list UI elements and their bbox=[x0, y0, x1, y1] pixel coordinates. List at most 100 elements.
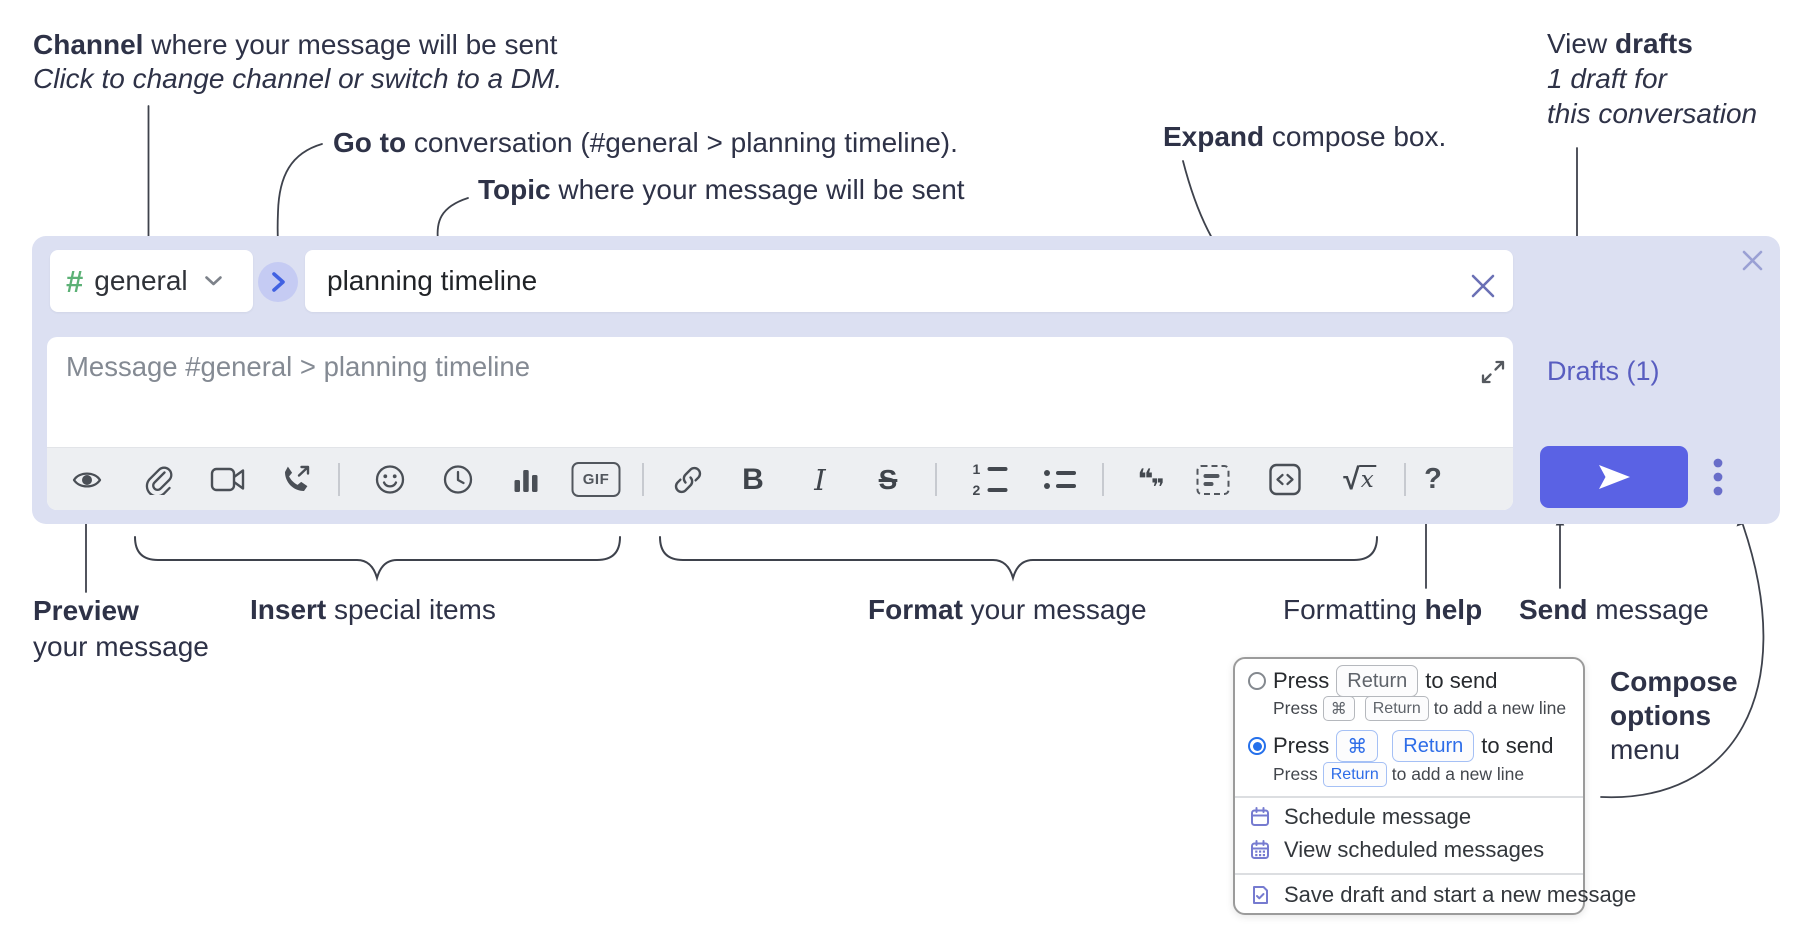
send-annotation-rest: message bbox=[1587, 594, 1709, 625]
format-annotation: Format your message bbox=[868, 593, 1147, 627]
compose-toolbar: GIF B I S bbox=[47, 447, 1513, 510]
add-poll-button[interactable] bbox=[512, 448, 540, 511]
cmd-enter-to-send-subtext: Press Return to add a new line bbox=[1273, 762, 1524, 787]
toolbar-divider bbox=[935, 463, 937, 496]
clock-icon bbox=[443, 465, 473, 494]
topic-input[interactable]: planning timeline bbox=[305, 250, 1513, 312]
numbered-list-button[interactable]: 1 2 bbox=[973, 448, 1008, 511]
channel-annotation-rest: where your message will be sent bbox=[143, 29, 558, 60]
bar-chart-icon bbox=[514, 469, 538, 492]
bold-button[interactable]: B bbox=[742, 448, 764, 511]
math-x-glyph: x bbox=[1359, 464, 1377, 493]
clear-x-icon bbox=[1471, 274, 1495, 298]
return-key-chip: Return bbox=[1322, 762, 1387, 787]
link-icon bbox=[674, 466, 702, 493]
topic-annotation-bold: Topic bbox=[478, 174, 551, 205]
quote-button[interactable]: ❝❞ bbox=[1137, 448, 1164, 511]
topic-annotation-rest: where your message will be sent bbox=[550, 174, 965, 205]
channel-annotation-sub: Click to change channel or switch to a D… bbox=[33, 63, 563, 94]
save-draft-item[interactable]: Save draft and start a new message bbox=[1249, 881, 1636, 909]
audio-call-button[interactable] bbox=[280, 448, 312, 511]
message-formatting-help-button[interactable]: ? bbox=[1424, 448, 1442, 511]
help-annotation-pre: Formatting bbox=[1283, 594, 1425, 625]
quote-close-glyph: ❞ bbox=[1151, 474, 1164, 500]
cmd-enter-to-send-option[interactable]: Press ⌘ Return to send bbox=[1273, 730, 1553, 762]
channel-name: general bbox=[94, 265, 188, 296]
kebab-menu-icon bbox=[1713, 458, 1723, 496]
compose-options-annotation: Compose options menu bbox=[1610, 665, 1738, 767]
code-button[interactable] bbox=[1269, 448, 1302, 511]
compose-options-line3: menu bbox=[1610, 734, 1681, 765]
compose-options-menu: Press Return to send Press ⌘ Return to a… bbox=[1233, 657, 1636, 915]
spoiler-button[interactable] bbox=[1196, 448, 1230, 511]
expand-compose-button[interactable] bbox=[1480, 359, 1506, 385]
view-drafts-line3: this conversation bbox=[1547, 98, 1758, 129]
video-call-button[interactable] bbox=[210, 448, 246, 511]
close-compose-button[interactable] bbox=[1739, 247, 1766, 274]
schedule-message-label: Schedule message bbox=[1284, 804, 1472, 829]
list-number-two: 2 bbox=[972, 482, 981, 498]
preview-message-button[interactable] bbox=[71, 448, 103, 511]
press-label: Press bbox=[1273, 668, 1330, 693]
smiley-icon bbox=[375, 465, 405, 494]
toolbar-divider bbox=[642, 463, 644, 496]
numbered-list-icon: 1 2 bbox=[973, 462, 1008, 497]
calendar-icon bbox=[1251, 807, 1269, 826]
bulleted-list-button[interactable] bbox=[1044, 448, 1076, 511]
code-icon bbox=[1269, 463, 1301, 496]
clear-topic-button[interactable] bbox=[1468, 271, 1498, 301]
math-button[interactable]: √x bbox=[1343, 448, 1377, 511]
cmd-key-chip: ⌘ bbox=[1336, 730, 1379, 762]
emoji-button[interactable] bbox=[375, 448, 406, 511]
strikethrough-button[interactable]: S bbox=[879, 448, 898, 511]
close-icon bbox=[1742, 250, 1763, 271]
send-paper-plane-icon bbox=[1599, 465, 1630, 489]
view-drafts-pre: View bbox=[1547, 28, 1615, 59]
go-to-conversation-button[interactable] bbox=[258, 262, 298, 302]
message-input[interactable]: Message #general > planning timeline bbox=[47, 337, 1513, 510]
schedule-message-item[interactable]: Schedule message bbox=[1249, 803, 1471, 831]
strikethrough-icon: S bbox=[878, 463, 898, 495]
eye-icon bbox=[72, 471, 102, 488]
gif-button[interactable]: GIF bbox=[571, 448, 621, 511]
drafts-link[interactable]: Drafts (1) bbox=[1547, 356, 1660, 386]
gif-icon: GIF bbox=[571, 462, 621, 497]
to-send-label: to send bbox=[1425, 668, 1498, 693]
view-drafts-line2: 1 draft for bbox=[1547, 63, 1667, 94]
menu-divider bbox=[1235, 873, 1583, 875]
return-key-chip: Return bbox=[1364, 696, 1429, 721]
enter-to-send-subtext: Press ⌘ Return to add a new line bbox=[1273, 696, 1567, 721]
compose-options-menu-button[interactable] bbox=[1712, 455, 1724, 499]
toolbar-divider bbox=[1404, 463, 1406, 496]
radio-enter-to-send[interactable] bbox=[1248, 672, 1266, 690]
topic-annotation: Topic where your message will be sent bbox=[478, 173, 965, 207]
new-line-label: to add a new line bbox=[1433, 698, 1567, 718]
radio-cmd-enter-to-send[interactable] bbox=[1248, 737, 1266, 755]
draft-document-icon bbox=[1253, 886, 1268, 904]
compose-options-line2: options bbox=[1610, 700, 1712, 731]
spoiler-icon bbox=[1196, 464, 1230, 495]
compose-options-line1: Compose bbox=[1610, 666, 1738, 697]
view-scheduled-messages-item[interactable]: View scheduled messages bbox=[1249, 836, 1544, 864]
bold-icon: B bbox=[742, 462, 764, 496]
format-annotation-bold: Format bbox=[868, 594, 963, 625]
send-button[interactable] bbox=[1540, 446, 1688, 508]
attach-file-button[interactable] bbox=[143, 448, 173, 511]
send-annotation-bold: Send bbox=[1519, 594, 1588, 625]
channel-annotation-bold: Channel bbox=[33, 29, 144, 60]
cmd-key-chip: ⌘ bbox=[1322, 696, 1355, 721]
insert-link-button[interactable] bbox=[672, 448, 704, 511]
enter-to-send-option[interactable]: Press Return to send bbox=[1273, 665, 1498, 697]
italic-button[interactable]: I bbox=[814, 448, 825, 511]
topic-input-value: planning timeline bbox=[327, 265, 538, 296]
formatting-help-annotation: Formatting help bbox=[1283, 593, 1482, 627]
view-scheduled-messages-label: View scheduled messages bbox=[1284, 837, 1545, 862]
send-annotation: Send message bbox=[1519, 593, 1709, 627]
channel-hash-icon: # bbox=[66, 263, 84, 299]
help-annotation-bold: help bbox=[1424, 594, 1483, 625]
channel-selector[interactable]: # general bbox=[50, 250, 253, 312]
return-key-chip: Return bbox=[1336, 665, 1419, 697]
question-mark-icon: ? bbox=[1424, 463, 1442, 495]
toolbar-divider bbox=[1102, 463, 1104, 496]
add-global-time-button[interactable] bbox=[443, 448, 474, 511]
